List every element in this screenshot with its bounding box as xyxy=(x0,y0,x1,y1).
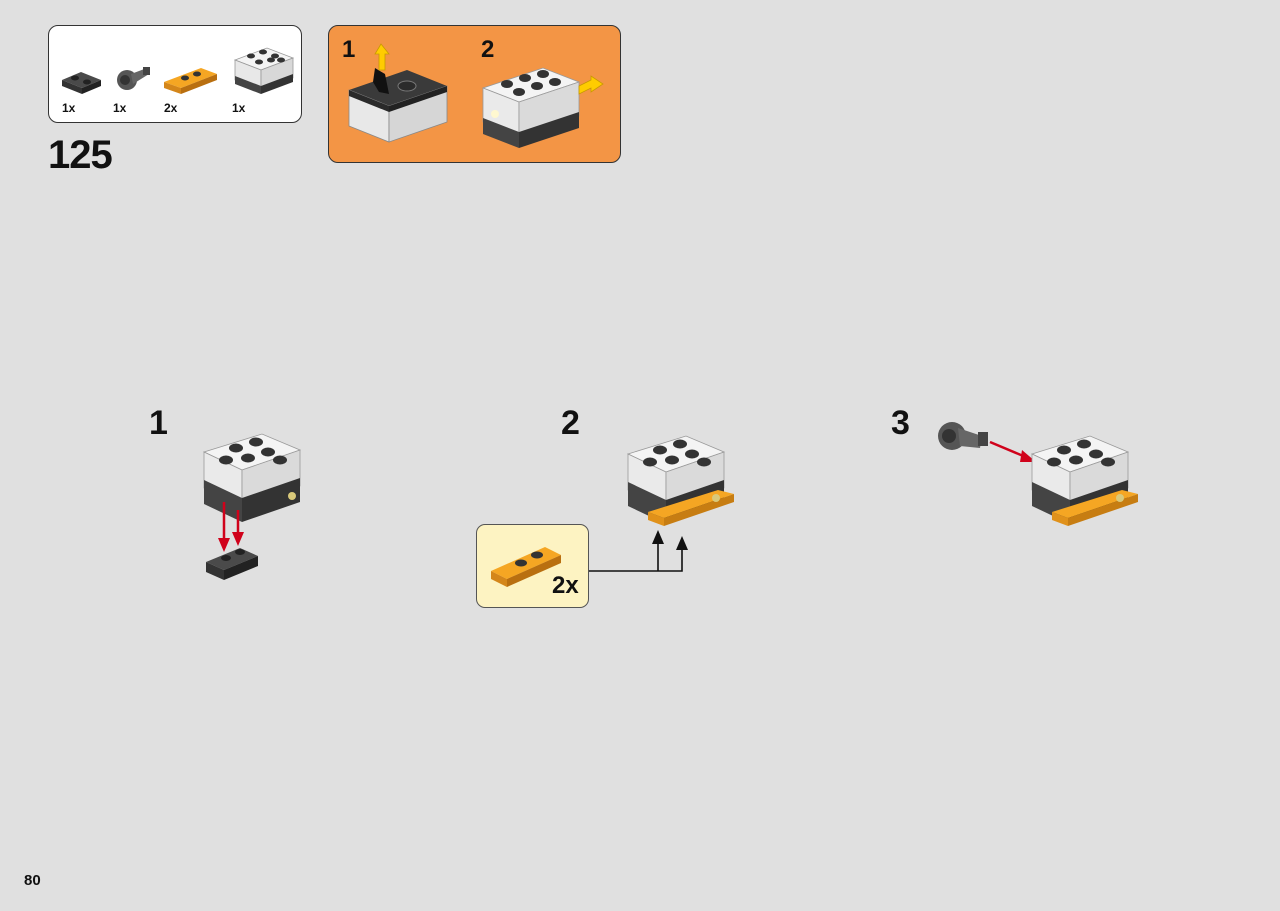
sub-step-1-number: 1 xyxy=(149,404,168,442)
tip-step-2-number: 2 xyxy=(481,36,495,63)
part-count-connector: 1x xyxy=(113,101,127,115)
step-number: 125 xyxy=(48,133,113,177)
callout-arrows xyxy=(588,530,688,572)
part-count-plate: 1x xyxy=(62,101,76,115)
sub-step-3-number: 3 xyxy=(891,404,910,442)
axle-connector-illustration xyxy=(938,422,1036,462)
orange-plate-icon xyxy=(164,68,217,94)
dark-gray-plate-icon xyxy=(62,72,101,94)
sub-step-3-illustration xyxy=(1030,435,1138,526)
sub-assembly-callout: 2x xyxy=(476,524,589,608)
tip-step-1-number: 1 xyxy=(342,36,356,63)
orange-plate-callout-icon xyxy=(491,547,561,587)
part-count-orange-plate: 2x xyxy=(164,101,178,115)
sub-step-2-illustration xyxy=(626,435,734,526)
sound-brick-icon xyxy=(233,47,295,94)
sub-step-2-number: 2 xyxy=(561,404,580,442)
callout-quantity: 2x xyxy=(552,572,579,599)
brick-slide-illustration xyxy=(481,67,604,148)
parts-list-box: 1x 1x 2x 1x xyxy=(48,25,302,123)
brick-lid-illustration xyxy=(348,43,448,143)
page-number: 80 xyxy=(24,872,41,889)
axle-connector-icon xyxy=(117,67,150,90)
sub-step-1-illustration xyxy=(202,433,302,580)
tip-box: 1 2 xyxy=(328,25,621,163)
part-count-sound-brick: 1x xyxy=(232,101,246,115)
